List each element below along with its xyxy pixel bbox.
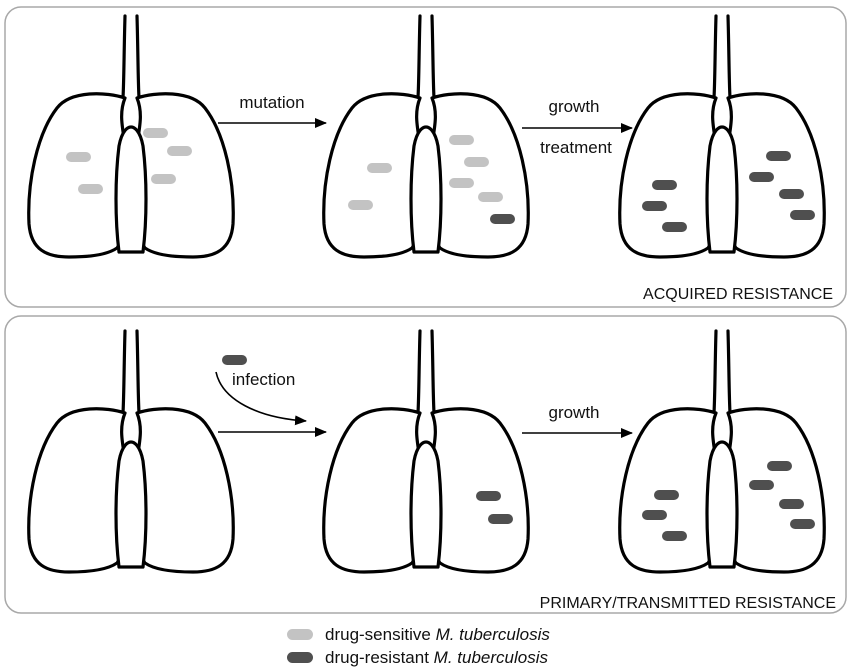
sensitive-bacterium <box>143 128 168 138</box>
lungs-1 <box>29 16 234 257</box>
sensitive-bacterium <box>449 178 474 188</box>
resistant-bacterium <box>749 172 774 182</box>
sensitive-bacterium <box>367 163 392 173</box>
sensitive-bacterium <box>78 184 103 194</box>
growth-label: growth <box>548 97 599 116</box>
resistant-bacterium <box>642 510 667 520</box>
resistant-bacterium <box>222 355 247 365</box>
resistant-bacterium <box>490 214 515 224</box>
sensitive-bacterium <box>464 157 489 167</box>
resistant-bacterium <box>779 189 804 199</box>
sensitive-bacterium <box>151 174 176 184</box>
panel-title: ACQUIRED RESISTANCE <box>643 286 833 303</box>
mutation-label: mutation <box>239 93 304 112</box>
legend-sensitive-swatch <box>287 629 313 640</box>
resistant-bacterium <box>790 519 815 529</box>
treatment-label: treatment <box>540 138 612 157</box>
panel-title: PRIMARY/TRANSMITTED RESISTANCE <box>540 595 836 612</box>
resistant-bacterium <box>662 531 687 541</box>
resistant-bacterium <box>790 210 815 220</box>
lungs-3 <box>620 16 825 257</box>
resistant-bacterium <box>654 490 679 500</box>
resistant-bacterium <box>766 151 791 161</box>
sensitive-bacterium <box>478 192 503 202</box>
legend-resistant-swatch <box>287 652 313 663</box>
resistant-bacterium <box>767 461 792 471</box>
legend-sensitive-label: drug-sensitive M. tuberculosis <box>325 625 550 644</box>
resistant-bacterium <box>642 201 667 211</box>
resistant-bacterium <box>779 499 804 509</box>
resistant-bacterium <box>476 491 501 501</box>
legend-resistant-label: drug-resistant M. tuberculosis <box>325 648 548 667</box>
sensitive-bacterium <box>449 135 474 145</box>
resistant-bacterium <box>488 514 513 524</box>
legend: drug-sensitive M. tuberculosis drug-resi… <box>287 625 550 667</box>
sensitive-bacterium <box>348 200 373 210</box>
sensitive-bacterium <box>167 146 192 156</box>
lungs-2 <box>324 16 529 257</box>
resistant-bacterium <box>749 480 774 490</box>
lungs-4 <box>29 331 234 572</box>
sensitive-bacterium <box>66 152 91 162</box>
lungs-6 <box>620 331 825 572</box>
lungs-5 <box>324 331 529 572</box>
resistant-bacterium <box>652 180 677 190</box>
infection-label: infection <box>232 370 295 389</box>
resistant-bacterium <box>662 222 687 232</box>
growth-label: growth <box>548 403 599 422</box>
